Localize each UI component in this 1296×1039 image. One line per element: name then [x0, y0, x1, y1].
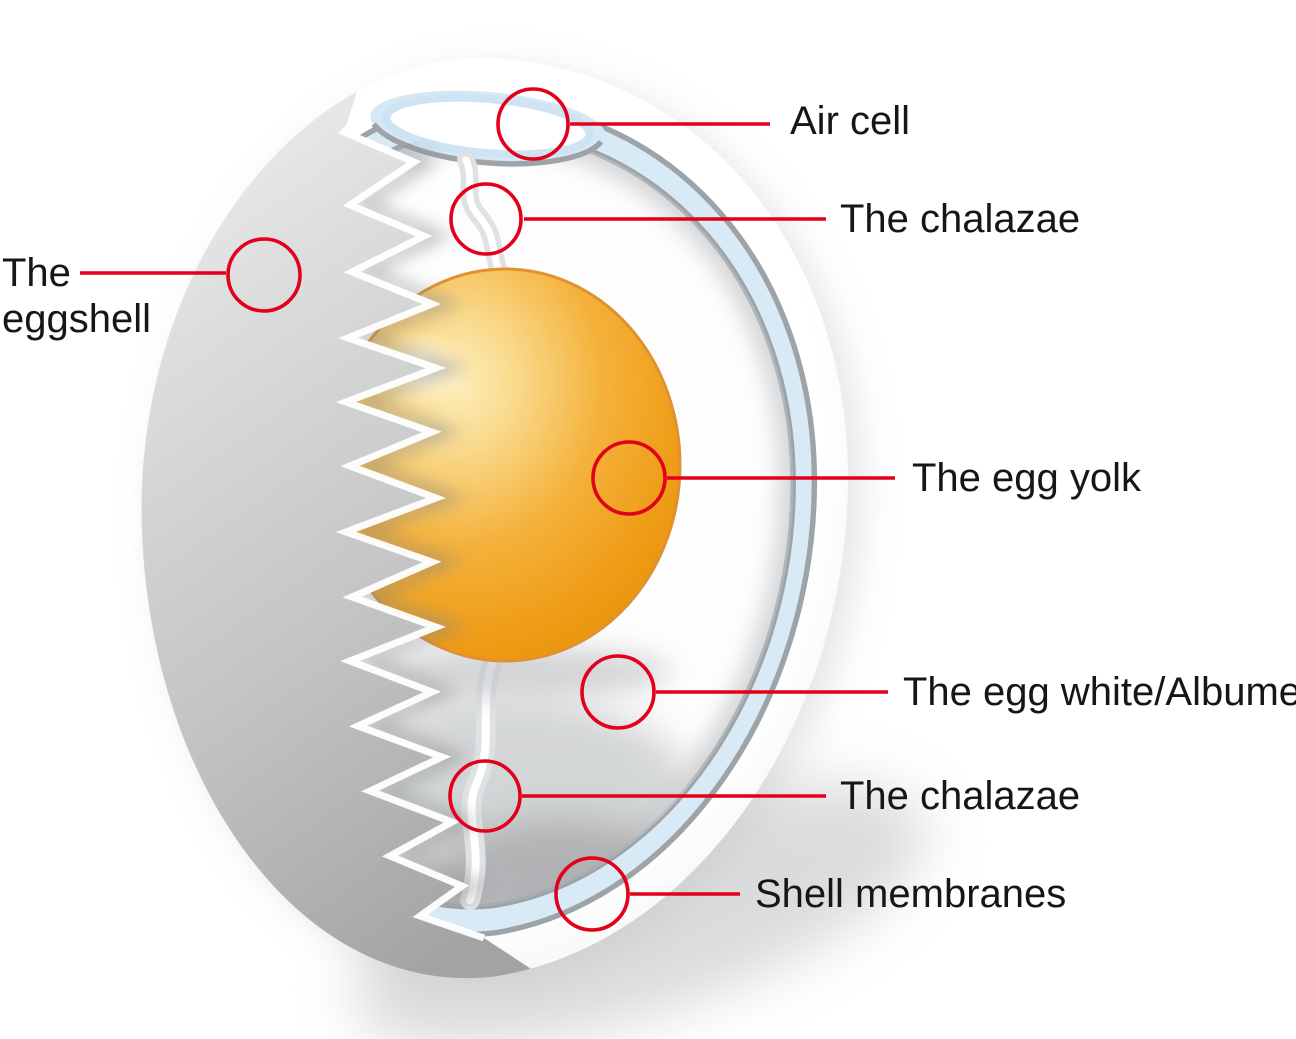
chalazae-top-label: The chalazae — [840, 197, 1081, 241]
broken-edge-highlight — [335, 85, 486, 942]
egg-yolk-label: The egg yolk — [912, 456, 1142, 500]
chalaza-cord-top — [457, 151, 516, 299]
shell-membranes-callout-circle — [554, 856, 630, 932]
egg-white-callout-circle — [580, 654, 656, 730]
eggshell-label: The eggshell — [2, 251, 152, 341]
egg-white-label: The egg white/Albumen — [903, 670, 1296, 714]
air-cell-label: Air cell — [790, 99, 911, 143]
egg-yolk-callout-circle — [591, 440, 667, 516]
eggshell-callout-circle — [226, 237, 302, 313]
callout-annotations — [80, 87, 895, 932]
chalazae-bottom-label: The chalazae — [840, 774, 1081, 818]
shell-membranes-label: Shell membranes — [755, 872, 1067, 916]
broken-edge-shadow — [337, 129, 499, 907]
eggshell-exterior — [141, 58, 545, 979]
chalazae-bottom-callout-circle — [448, 759, 522, 833]
chalazae-top-callout-circle — [449, 182, 523, 256]
air-cell-callout-circle — [496, 87, 570, 161]
air-cell — [370, 90, 606, 167]
